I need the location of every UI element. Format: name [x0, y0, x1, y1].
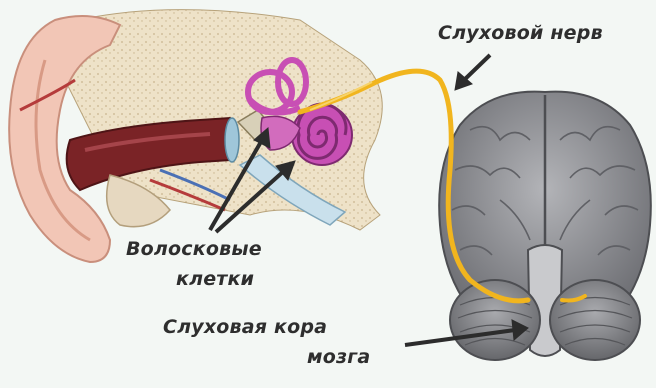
label-hair-cells-line1: Волосковые — [126, 238, 262, 260]
ear-illustration — [9, 10, 382, 262]
label-auditory-cortex-line1: Слуховая кора — [163, 316, 327, 338]
label-hair-cells-line2: клетки — [176, 268, 254, 290]
arrow-auditory-nerve — [462, 55, 490, 82]
label-auditory-nerve: Слуховой нерв — [438, 22, 603, 44]
brain-illustration — [439, 92, 651, 360]
label-auditory-cortex-line2: мозга — [307, 346, 370, 368]
eardrum — [225, 118, 239, 162]
